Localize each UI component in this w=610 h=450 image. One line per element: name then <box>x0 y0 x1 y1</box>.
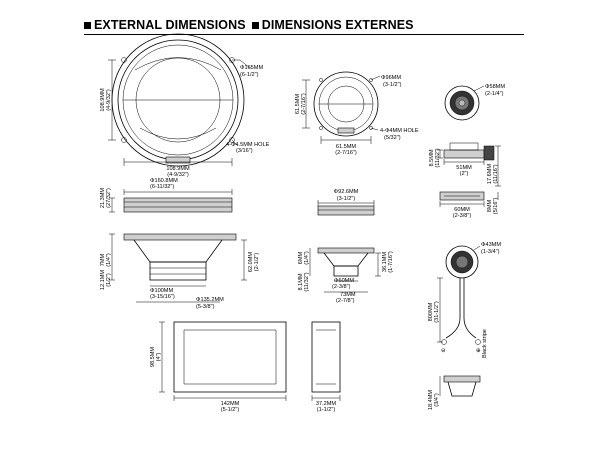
woofer-basket-inch: (5-3/8") <box>196 304 215 310</box>
woofer-top-height-inch: (27/32") <box>106 188 112 208</box>
title-french: DIMENSIONS EXTERNES <box>261 18 414 32</box>
midrange-flange-label: 6MM <box>298 251 304 264</box>
cable-length-label: 800MM <box>428 302 434 321</box>
midrange-diameter-inch: (3-1/2") <box>383 82 402 88</box>
title-english: EXTERNAL DIMENSIONS <box>94 18 246 32</box>
mount-width-inch: (2") <box>460 171 469 177</box>
midrange-side-view: 6MM (1/4") 8.1MM (11/32") 36.1MM (1-7/16… <box>298 247 394 304</box>
tweeter-bottom-height-inch: (3/4") <box>434 393 440 407</box>
tweeter-diameter-inch: (2-1/4") <box>485 91 504 97</box>
midrange-top-diameter-label: Φ92.6MM <box>334 189 359 195</box>
woofer-diameter-label: Φ165MM <box>240 65 263 71</box>
woofer-magnet-inch: (3-15/16") <box>150 294 175 300</box>
midrange-top-diameter-inch: (3-1/2") <box>337 196 356 202</box>
mount-width-label: 51MM <box>456 165 472 171</box>
midrange-height-label: 61.5MM <box>295 94 301 115</box>
crossover-side-width-label: 37.2MM <box>316 401 337 407</box>
tweeter-side-height-label: 8MM <box>487 199 493 212</box>
woofer-magnet-label: Φ100MM <box>150 288 173 294</box>
midrange-depth-inch: (1-7/16") <box>388 251 394 273</box>
midrange-basket-label: 73MM <box>340 292 356 298</box>
tweeter-front-view: Φ58MM (2-1/4") <box>444 84 505 121</box>
tweeter-side-height-inch: (5/16") <box>493 198 499 215</box>
midrange-flange-inch: (1/4") <box>304 251 310 265</box>
mount-height2-inch: (11/16") <box>493 164 499 183</box>
mount-height-inch: (11/32") <box>435 148 441 167</box>
midrange-top-view: Φ92.6MM (3-1/2") <box>317 189 375 216</box>
bullet-square-icon <box>84 21 91 29</box>
cable-tweeter-diameter-inch: (1-3/4") <box>481 249 500 255</box>
tweeter-bottom-height-label: 18.4MM <box>428 390 434 411</box>
mount-height-label: 8.5MM <box>429 149 435 166</box>
crossover-width-label: 142MM <box>221 401 240 407</box>
woofer-flange-label: 7MM <box>100 253 106 266</box>
crossover-side-view: 37.2MM (1-1/2") <box>311 321 341 413</box>
midrange-hole-label: 4-Φ4MM HOLE <box>380 128 419 134</box>
tweeter-diameter-label: Φ58MM <box>485 84 505 90</box>
tweeter-cable-view: Φ43MM (1-3/4") ⊖ ⊕ 800MM (31-1/2") Black… <box>428 242 501 358</box>
midrange-magnet-height-label: 8.1MM <box>298 273 304 290</box>
mount-height2-label: 17.6MM <box>487 164 493 185</box>
midrange-hole-inch: (5/32") <box>384 135 401 141</box>
woofer-width-label: 108.9MM <box>166 166 190 172</box>
midrange-depth-label: 36.1MM <box>382 252 388 273</box>
minus-terminal-icon: ⊖ <box>441 348 446 354</box>
woofer-top-diameter-label: Φ160.8MM <box>150 178 178 184</box>
crossover-side-width-inch: (1-1/2") <box>317 407 336 413</box>
crossover-front-view: 98.5MM (4") 142MM (5-1/2") <box>150 321 287 413</box>
woofer-depth-inch: (2-1/2") <box>254 253 260 272</box>
midrange-magnet-inch: (2-3/8") <box>332 284 351 290</box>
midrange-basket-inch: (2-7/8") <box>336 298 355 304</box>
woofer-depth-label: 62.0MM <box>248 252 254 273</box>
woofer-height-label: 108.9MM <box>100 88 106 112</box>
plus-terminal-icon: ⊕ <box>476 348 481 354</box>
woofer-magnet-height-inch: (1/2") <box>106 273 112 287</box>
midrange-width-inch: (2-7/16") <box>335 150 357 156</box>
crossover-height-label: 98.5MM <box>150 347 156 368</box>
crossover-height-inch: (4") <box>156 352 162 361</box>
bullet-square-icon <box>251 21 259 29</box>
woofer-diameter-inch: (6-1/2") <box>240 72 259 78</box>
woofer-height-inch: (4-9/32") <box>106 89 112 111</box>
woofer-front-view: 108.9MM (4-9/32") Φ165MM (6-1/2") 4-Φ4.5… <box>100 33 270 178</box>
midrange-front-view: 61.5MM (2-7/16") Φ96MM (3-1/2") 4-Φ4MM H… <box>295 71 419 156</box>
woofer-top-diameter-inch: (6-11/32") <box>150 184 174 190</box>
cable-stripe-label: Black stripe <box>482 329 488 358</box>
cable-tweeter-diameter-label: Φ43MM <box>481 242 501 248</box>
midrange-diameter-label: Φ96MM <box>381 75 401 81</box>
woofer-width-inch: (4-9/32") <box>167 172 189 178</box>
tweeter-mount-view: 8.5MM (11/32") 17.6MM (11/16") 51MM (2") <box>429 142 501 187</box>
woofer-top-height-label: 21.3MM <box>100 188 106 209</box>
midrange-magnet-height-inch: (11/32") <box>304 272 310 291</box>
midrange-height-inch: (2-7/16") <box>301 93 307 115</box>
tweeter-side-width-inch: (2-3/8") <box>453 213 472 219</box>
tweeter-bottom-view: 18.4MM (3/4") <box>428 375 481 411</box>
woofer-basket-label: Φ135.2MM <box>196 297 224 303</box>
tweeter-side-view: 60MM (2-3/8") 8MM (5/16") <box>439 191 499 219</box>
header-rule <box>84 34 524 35</box>
woofer-hole-label: 4-Φ4.5MM HOLE <box>226 142 270 148</box>
woofer-top-view: Φ160.8MM (6-11/32") 21.3MM (27/32") <box>100 178 233 213</box>
midrange-magnet-label: Φ60MM <box>334 278 354 284</box>
tweeter-side-width-label: 60MM <box>454 207 470 213</box>
section-header: EXTERNAL DIMENSIONS DIMENSIONS EXTERNES <box>84 18 414 32</box>
woofer-magnet-height-label: 12.1MM <box>100 270 106 291</box>
woofer-hole-inch: (3/16") <box>236 148 253 154</box>
midrange-width-label: 61.5MM <box>336 144 357 150</box>
woofer-side-view: 7MM (1/4") 12.1MM (1/2") 62.0MM (2-1/2")… <box>100 233 260 310</box>
woofer-flange-inch: (1/4") <box>106 253 112 267</box>
cable-length-inch: (31-1/2") <box>434 301 440 323</box>
crossover-width-inch: (5-1/2") <box>221 407 240 413</box>
